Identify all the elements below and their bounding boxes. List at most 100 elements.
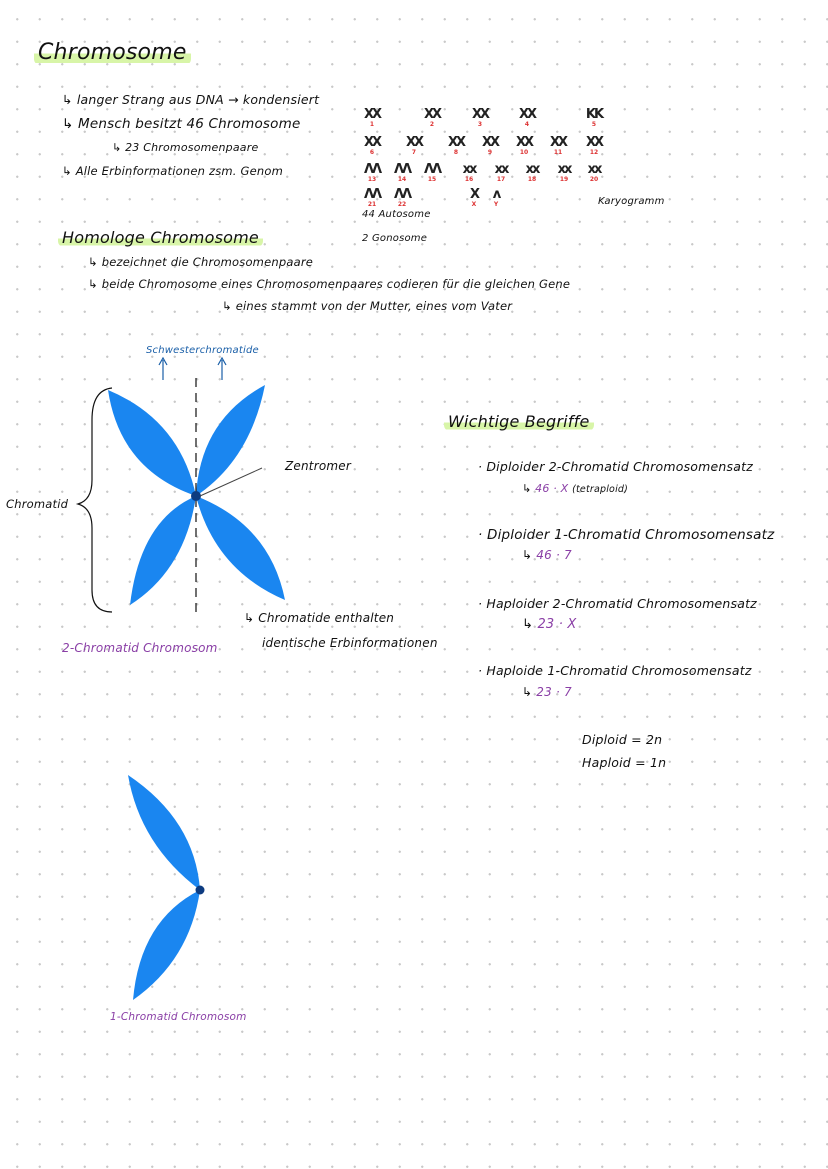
- chromosome-number: 3: [477, 121, 483, 128]
- chromosome-number: 22: [397, 201, 407, 208]
- chromosome-glyph: XX: [363, 107, 382, 122]
- term-value: ↳ 23 · X: [522, 617, 576, 632]
- page-title: Chromosome: [34, 40, 191, 65]
- gonosome-label: 2 Gonosome: [362, 233, 428, 244]
- chromosome-number: 1: [369, 121, 375, 128]
- zentromer-pointer: [199, 467, 263, 497]
- zentromer-label: Zentromer: [285, 459, 351, 473]
- chromosome-number: 16: [464, 176, 474, 183]
- chromosome-number: 7: [411, 149, 417, 156]
- chromatid-label: Chromatid: [6, 497, 69, 511]
- chromosome-number: 19: [559, 176, 569, 183]
- chromosome-number: 20: [589, 176, 599, 183]
- title-text: Chromosome: [34, 40, 191, 65]
- value: 23 · X: [537, 617, 577, 632]
- chromosome-number: 4: [524, 121, 530, 128]
- homologe-line: ↳ beide Chromosome eines Chromosomenpaar…: [88, 277, 571, 291]
- chromosome-number: 6: [369, 149, 375, 156]
- chromatid-arm: [128, 775, 200, 890]
- term-value: ↳ 46 · X (tetraploid): [522, 482, 628, 495]
- chromatide-note: ↳ Chromatide enthalten: [244, 611, 395, 625]
- one-chromatid-chromosome: [128, 775, 205, 1000]
- homologe-line: ↳ eines stammt von der Mutter, eines vom…: [222, 299, 513, 313]
- chromosome-glyph: ΛΛ: [363, 187, 382, 202]
- begriffe-heading-text: Wichtige Begriffe: [444, 412, 594, 431]
- arrow-icon: ↳: [522, 482, 532, 495]
- chromosome-glyph: XX: [405, 135, 424, 150]
- chromosome-number: 8: [453, 149, 459, 156]
- chromosome-glyph: ΛΛ: [393, 187, 412, 202]
- term-value: ↳ 46 · 7: [522, 548, 572, 562]
- chromosome-number: 11: [553, 149, 563, 156]
- chromosome-number: 13: [367, 176, 377, 183]
- karyogram-label: Karyogramm: [598, 196, 665, 207]
- chromatid-arm: [108, 390, 196, 496]
- arrow-icon: ↳: [522, 548, 533, 562]
- chromosome-number: 17: [496, 176, 506, 183]
- chromosome-glyph: XX: [447, 135, 466, 150]
- term: · Diploider 1-Chromatid Chromosomensatz: [478, 527, 775, 543]
- intro-line: ↳ Mensch besitzt 46 Chromosome: [62, 116, 301, 132]
- chromosome-glyph: XX: [549, 135, 568, 150]
- two-chromatid-chromosome: [75, 356, 285, 613]
- haploid-definition: Haploid = 1n: [582, 755, 667, 770]
- chromosome-glyph: xx: [557, 162, 573, 177]
- chromosome-glyph: ΛΛ: [393, 162, 412, 177]
- homologe-heading-text: Homologe Chromosome: [58, 228, 263, 247]
- chromosome-glyph: ΛΛ: [423, 162, 442, 177]
- chromosome-glyph: XX: [423, 107, 442, 122]
- chromosome-glyph: xx: [525, 162, 541, 177]
- chromosome-number: 15: [427, 176, 437, 183]
- intro-line: ↳ Alle Erbinformationen zsm. Genom: [62, 164, 284, 178]
- chromatid-arm: [196, 385, 265, 496]
- chromosome-number: 9: [487, 149, 493, 156]
- chromosome-glyph: X: [469, 187, 480, 202]
- chromosome-glyph: ʌ: [492, 187, 501, 202]
- autosome-label: 44 Autosome: [362, 209, 431, 220]
- one-chromatid-caption: 1-Chromatid Chromosom: [110, 1011, 247, 1023]
- chromosome-number: 5: [591, 121, 597, 128]
- chromosome-number: 10: [519, 149, 529, 156]
- chromosome-glyph: KK: [585, 107, 604, 122]
- chromosome-number: 12: [589, 149, 599, 156]
- chromosome-glyph: XX: [363, 135, 382, 150]
- chromatid-arm: [133, 890, 200, 1000]
- term-value: ↳ 23 · 7: [522, 685, 572, 699]
- value: 46 · X: [535, 482, 569, 495]
- chromosome-number: 18: [527, 176, 537, 183]
- chromosome-glyph: xx: [462, 162, 478, 177]
- intro-line: ↳ 23 Chromosomenpaare: [112, 141, 259, 154]
- brace: [75, 387, 113, 613]
- chromosome-glyph: xx: [587, 162, 603, 177]
- homologe-heading: Homologe Chromosome: [58, 228, 263, 247]
- centromere: [191, 491, 201, 501]
- term: · Diploider 2-Chromatid Chromosomensatz: [478, 459, 753, 474]
- chromosome-number: X: [471, 201, 477, 208]
- value: 46 · 7: [536, 548, 572, 562]
- chromosome-glyph: xx: [494, 162, 510, 177]
- chromatid-arm: [130, 496, 196, 605]
- two-chromatid-caption: 2-Chromatid Chromosom: [62, 641, 218, 655]
- term: · Haploide 1-Chromatid Chromosomensatz: [478, 663, 752, 678]
- begriffe-heading: Wichtige Begriffe: [444, 412, 594, 431]
- centromere: [195, 885, 205, 895]
- chromosome-number: 14: [397, 176, 407, 183]
- arrow-up-icon: [217, 356, 227, 380]
